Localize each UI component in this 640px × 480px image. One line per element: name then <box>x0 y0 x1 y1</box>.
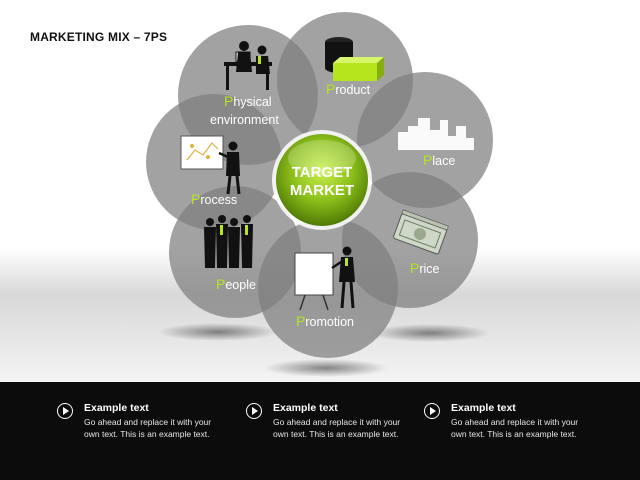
money-icon <box>393 209 449 255</box>
presentation-icon <box>180 135 241 195</box>
footer-item-body: Go ahead and replace it with your own te… <box>451 417 579 439</box>
label-physical: Physical <box>224 93 272 109</box>
play-icon[interactable] <box>424 403 440 419</box>
footer-item-title: Example text <box>84 402 149 414</box>
shadow <box>158 323 278 341</box>
label-product: Product <box>326 81 371 97</box>
label-promotion: Promotion <box>296 313 354 329</box>
shadow <box>370 324 490 342</box>
label-people: People <box>216 276 256 292</box>
product-boxes-icon <box>325 37 384 81</box>
slide-title: MARKETING MIX – 7PS <box>30 30 168 44</box>
label-place: Place <box>423 152 455 168</box>
target-market-button[interactable]: TARGET MARKET <box>272 130 372 230</box>
center-line1: TARGET <box>292 164 353 181</box>
footer-item-body: Go ahead and replace it with your own te… <box>84 417 212 439</box>
business-team-icon <box>204 215 253 268</box>
presenter-board-icon <box>294 246 355 311</box>
footer-bar: Example text Go ahead and replace it wit… <box>0 382 640 480</box>
footer-item-body: Go ahead and replace it with your own te… <box>273 417 401 439</box>
label-price: Price <box>410 260 440 276</box>
office-workers-icon <box>224 41 272 90</box>
diagram-canvas: Physical environment Product Place Price… <box>0 12 640 382</box>
label-process: Process <box>191 191 237 207</box>
footer-item-title: Example text <box>451 402 516 414</box>
footer-item-title: Example text <box>273 402 338 414</box>
play-icon[interactable] <box>57 403 73 419</box>
label-physical-line2: environment <box>210 113 279 127</box>
shadow <box>264 359 388 377</box>
city-skyline-icon <box>398 118 474 150</box>
center-line2: MARKET <box>290 182 354 199</box>
play-icon[interactable] <box>246 403 262 419</box>
